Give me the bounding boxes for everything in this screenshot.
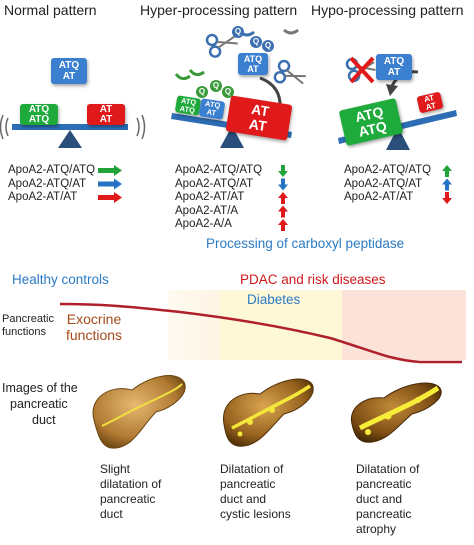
right-arrow-icon [98, 165, 122, 176]
list-item: ApoA2-ATQ/ATQ [344, 164, 432, 176]
processing-label: Processing of carboxyl peptidase [206, 236, 405, 251]
list-item: ApoA2-ATQ/AT [8, 177, 87, 190]
scissors-icon [273, 59, 306, 85]
list-item: ApoA2-A/A [175, 218, 232, 230]
up-arrow-icon [278, 205, 288, 218]
exocrine-function-curve [59, 302, 462, 364]
down-arrow-icon [278, 165, 288, 177]
shade-healthy-to-diabetes [168, 290, 220, 360]
diabetes-shade [220, 290, 342, 360]
list-item: ApoA2-AT/AT [8, 191, 78, 203]
pdac-label: PDAC and risk diseases [240, 272, 386, 287]
pancreas-image-pdac [350, 382, 442, 443]
list-item: ApoA2-ATQ/ATQ [175, 164, 263, 176]
hypo-list: ApoA2-ATQ/ATQ ApoA2-ATQ/AT ApoA2-AT/AT [344, 164, 431, 205]
blocked-x-icon [349, 56, 375, 84]
hyper-list: ApoA2-ATQ/ATQ ApoA2-ATQ/AT ApoA2-AT/AT A… [175, 164, 262, 232]
right-arrow-icon [98, 192, 122, 203]
hypo-arrows [442, 165, 452, 204]
q-circle: Q [196, 86, 208, 98]
list-item: ApoA2-AT/AT [175, 191, 245, 203]
up-arrow-icon [278, 192, 288, 204]
up-arrow-icon [442, 165, 452, 177]
diabetes-label: Diabetes [247, 292, 301, 307]
q-circle: Q [262, 40, 274, 52]
caption-healthy: Slight dilatation of pancreatic duct [100, 462, 162, 521]
hyper-arrows [278, 165, 288, 231]
up-arrow-icon [442, 178, 452, 191]
hyper-processing-title: Hyper-processing pattern [140, 2, 298, 18]
right-arrow-icon [98, 178, 122, 190]
q-circle: Q [250, 36, 262, 48]
down-arrow-icon [442, 192, 452, 204]
up-arrow-icon [278, 219, 288, 231]
q-circle: Q [222, 86, 234, 98]
healthy-controls-label: Healthy controls [12, 272, 109, 287]
list-item: ApoA2-AT/A [175, 204, 239, 217]
normal-pattern-title: Normal pattern [4, 2, 97, 18]
normal-seesaw [0, 114, 146, 148]
caption-diabetes: Dilatation of pancreatic duct and cystic… [220, 462, 291, 521]
images-label: Images of the pancreatic duct [2, 381, 78, 427]
caption-pdac: Dilatation of pancreatic duct and pancre… [356, 462, 420, 536]
pancreas-image-healthy [92, 375, 186, 449]
exocrine-functions-label: Exocrine functions [66, 311, 123, 343]
scissors-icon [205, 33, 238, 58]
hypo-processing-title: Hypo-processing pattern [311, 2, 464, 18]
pancreas-image-diabetes [222, 378, 314, 447]
pancreatic-functions-label: Pancreatic functions [2, 313, 54, 338]
list-item: ApoA2-ATQ/ATQ [8, 164, 96, 176]
list-item: ApoA2-ATQ/AT [344, 177, 423, 190]
q-circle: Q [232, 26, 244, 38]
list-item: ApoA2-AT/AT [344, 191, 414, 203]
list-item: ApoA2-ATQ/AT [175, 177, 254, 190]
down-arrow-icon [278, 178, 288, 191]
q-circle: Q [210, 80, 222, 92]
normal-arrows [98, 165, 122, 203]
normal-list: ApoA2-ATQ/ATQ ApoA2-ATQ/AT ApoA2-AT/AT [8, 164, 95, 205]
